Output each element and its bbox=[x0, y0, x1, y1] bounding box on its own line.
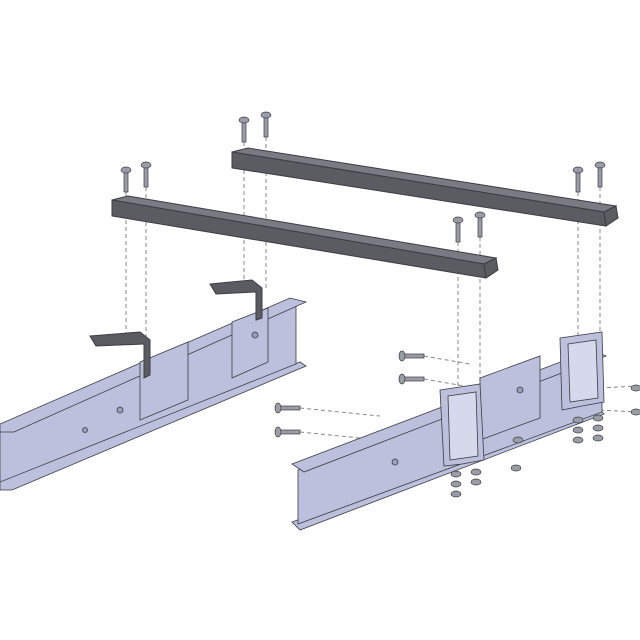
side-bolts bbox=[274, 350, 425, 438]
bolt-icon bbox=[594, 161, 606, 188]
side-bolt-icon bbox=[274, 426, 301, 438]
nut-icon bbox=[572, 426, 584, 434]
nut-icon bbox=[450, 480, 462, 488]
alignment-line bbox=[599, 409, 637, 413]
alignment-line bbox=[423, 378, 471, 388]
nut-icon bbox=[592, 434, 604, 442]
side-bolt-icon bbox=[398, 373, 425, 385]
left-bracket-back bbox=[209, 279, 263, 321]
left-frame-hole bbox=[116, 406, 124, 414]
nuts bbox=[450, 384, 640, 498]
nut-icon bbox=[450, 490, 462, 498]
bolt-icon bbox=[120, 166, 132, 193]
nut-icon bbox=[572, 416, 584, 424]
right-bracket-back bbox=[559, 331, 605, 411]
alignment-line bbox=[299, 407, 381, 417]
side-bolt-icon bbox=[274, 402, 301, 414]
nut-icon bbox=[470, 478, 482, 486]
bolt-icon bbox=[474, 211, 486, 238]
bolt-icon bbox=[140, 161, 152, 188]
bolt-icon bbox=[572, 166, 584, 193]
left-frame-hole bbox=[251, 331, 259, 339]
nut-icon bbox=[512, 436, 524, 444]
side-bolt-icon bbox=[398, 350, 425, 362]
alignment-line bbox=[423, 355, 471, 365]
bolt-icon bbox=[452, 216, 464, 243]
rail-back bbox=[231, 147, 619, 227]
nut-icon bbox=[592, 424, 604, 432]
nut-icon bbox=[450, 470, 462, 478]
rail-front bbox=[111, 195, 499, 279]
nut-icon bbox=[510, 464, 522, 472]
right-bracket-front bbox=[439, 383, 485, 467]
right-frame-hole bbox=[516, 386, 524, 394]
nut-icon bbox=[592, 414, 604, 422]
left-frame-plate-1 bbox=[139, 341, 189, 421]
bolt-icon bbox=[238, 116, 250, 143]
nut-icon bbox=[572, 436, 584, 444]
nut-icon bbox=[630, 384, 640, 392]
left-frame-rail bbox=[0, 297, 308, 491]
bolt-icon bbox=[260, 111, 272, 138]
left-bracket-front bbox=[89, 331, 151, 379]
right-frame-hole bbox=[391, 458, 399, 466]
nut-icon bbox=[470, 468, 482, 476]
left-frame-hole bbox=[82, 427, 88, 433]
alignment-line bbox=[599, 385, 637, 389]
nut-icon bbox=[630, 408, 640, 416]
bolts bbox=[120, 111, 606, 243]
